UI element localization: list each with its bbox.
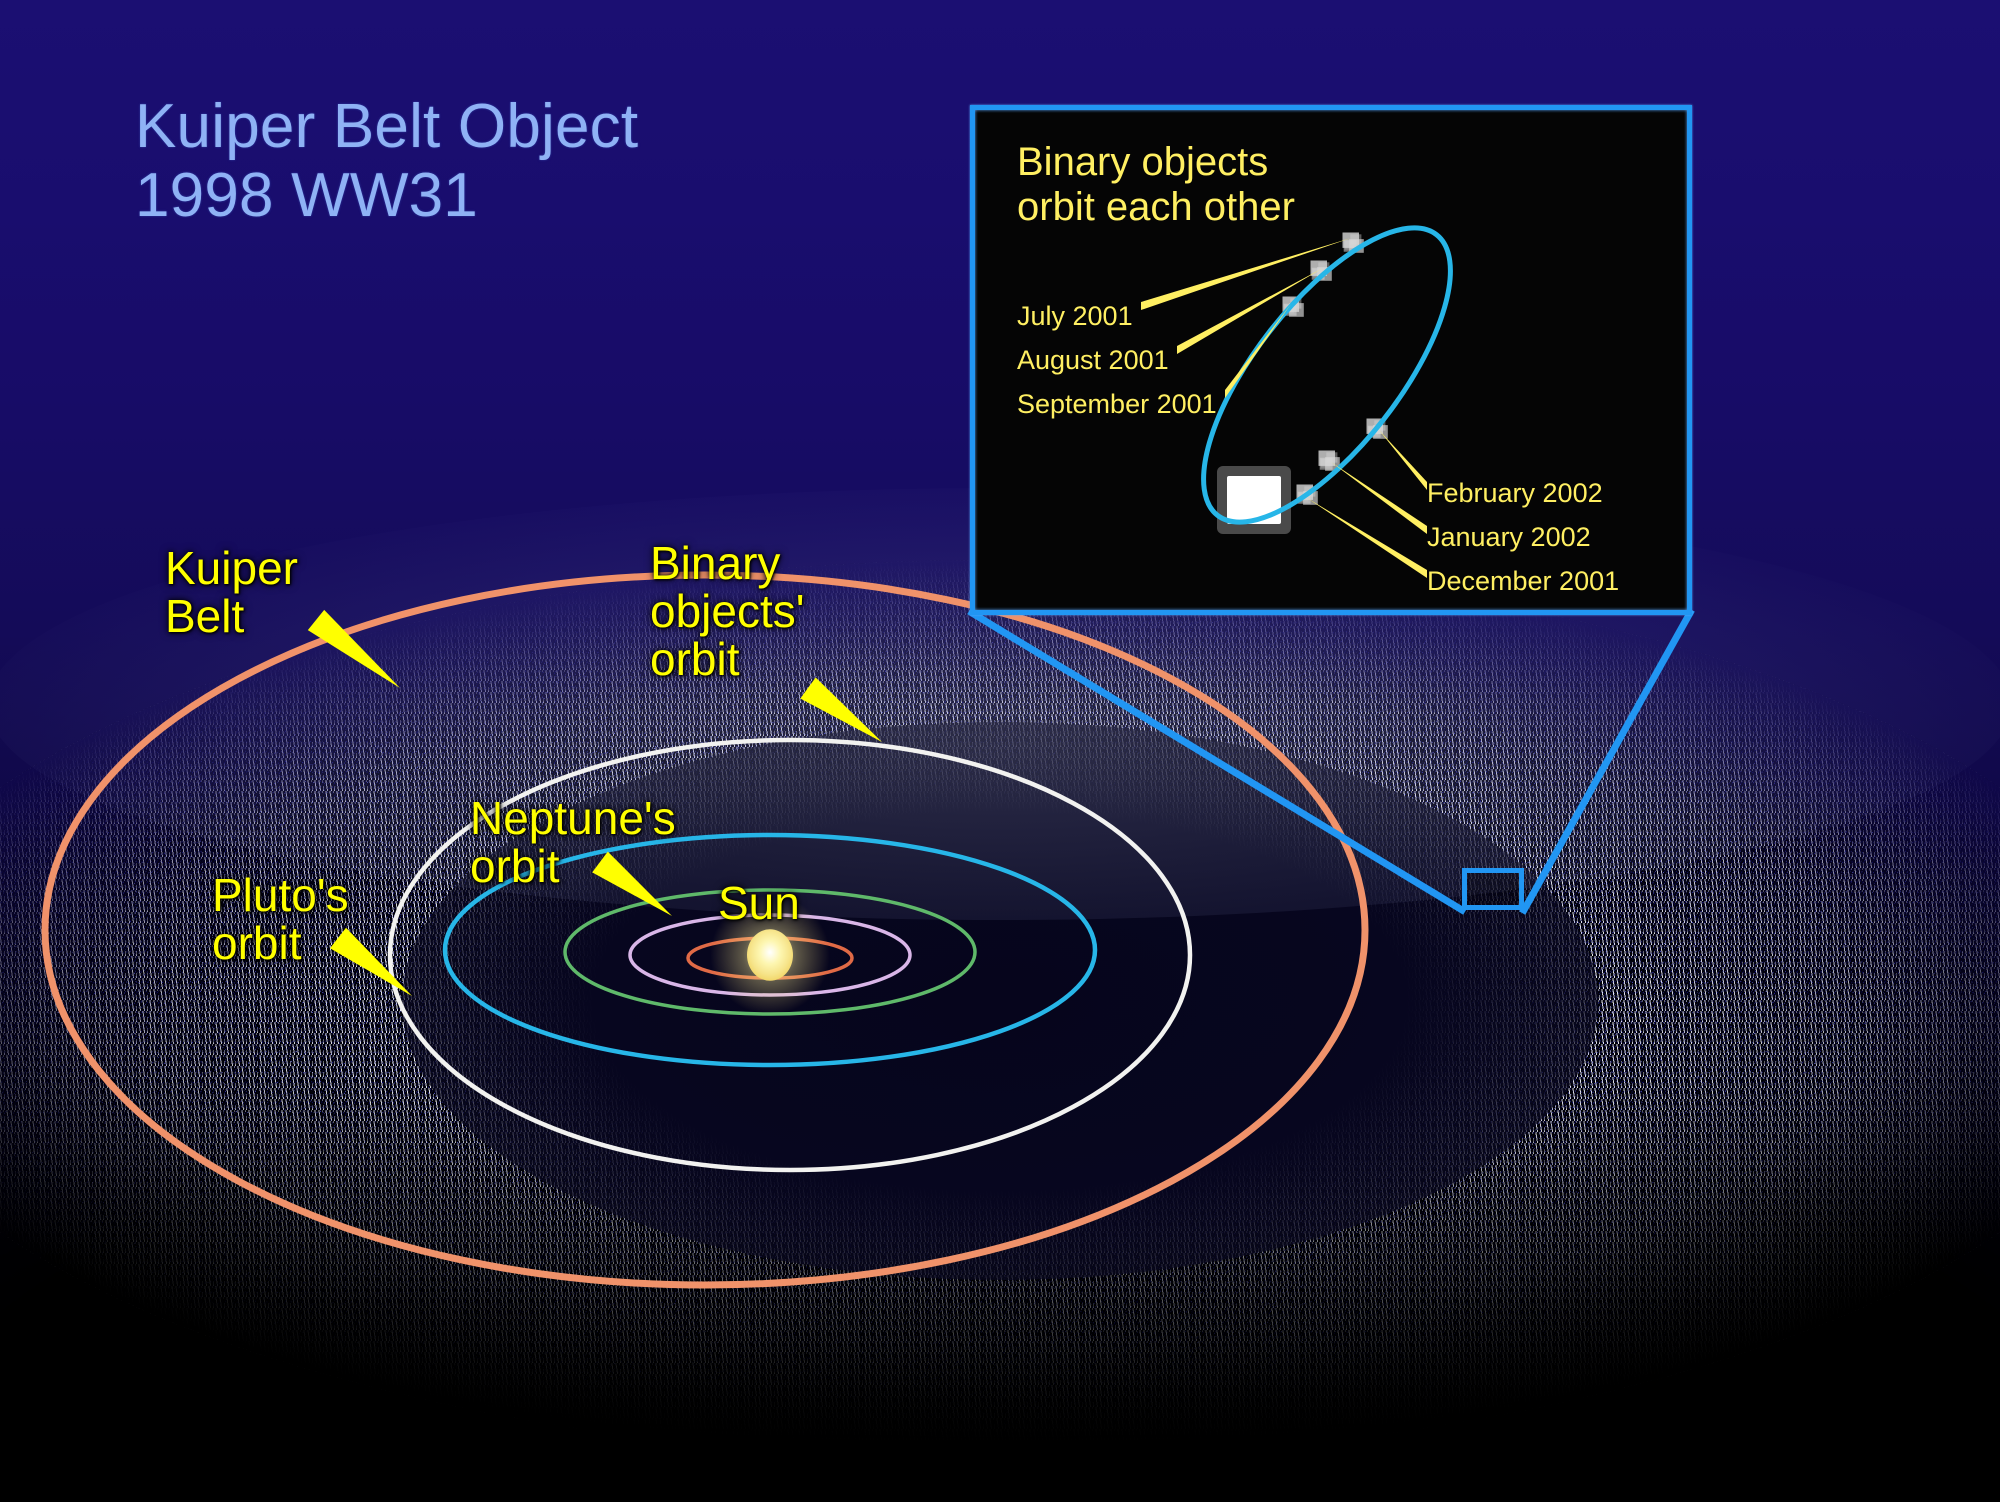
label-neptune-orbit: Neptune's orbit: [470, 792, 676, 892]
inset-orbit-layer: [1141, 225, 1453, 578]
hst-inset-panel: Binary objects orbit each other July 200…: [970, 105, 1692, 615]
kuiper-belt-inner-hole: [402, 722, 1598, 1280]
inset-label-february-2002: February 2002: [1427, 478, 1603, 508]
neptune-orbit-pointer: [592, 851, 672, 916]
label-kuiper-belt: Kuiper Belt: [165, 542, 298, 642]
label-pluto-orbit: Pluto's orbit: [212, 869, 349, 969]
connector-right: [1519, 608, 1695, 915]
inset-label-july-2001: July 2001: [1017, 301, 1133, 331]
inset-label-january-2002: January 2002: [1427, 522, 1591, 552]
connector-left: [967, 608, 1467, 915]
inset-heading: Binary objects orbit each other: [1017, 140, 1295, 229]
label-binary-orbit: Binary objects' orbit: [650, 537, 805, 685]
label-sun: Sun: [718, 877, 800, 929]
primary-object: [1227, 476, 1281, 524]
satellite-blob-4: [1320, 458, 1331, 468]
satellite-blob-0: [1350, 234, 1362, 245]
page-title: Kuiper Belt Object 1998 WW31: [135, 92, 639, 231]
zoom-region-box: [1462, 868, 1524, 910]
leader-july-2001: [1141, 238, 1351, 310]
binary-objects-orbit: [41, 571, 1369, 1289]
satellite-blob-1: [1312, 268, 1323, 278]
inset-label-august-2001: August 2001: [1017, 345, 1169, 375]
binary-orbit-ellipse-inset: [1201, 225, 1453, 525]
leader-january-2002: [1331, 462, 1427, 534]
satellite-blob-1: [1318, 262, 1330, 273]
satellite-blob-0: [1344, 240, 1355, 250]
pluto-orbit-pointer: [329, 927, 412, 996]
binary-orbit-pointer: [800, 677, 882, 742]
satellite-blob-4: [1326, 452, 1338, 463]
leader-august-2001: [1177, 268, 1323, 354]
leader-december-2001: [1307, 498, 1427, 578]
leader-september-2001: [1225, 304, 1291, 398]
satellite-blob-4: [1319, 457, 1333, 470]
kuiper-belt-pointer: [307, 609, 400, 688]
neptune-orbit: [442, 832, 1098, 1068]
leader-february-2002: [1379, 430, 1427, 490]
inset-label-september-2001: September 2001: [1017, 389, 1217, 419]
inset-label-december-2001: December 2001: [1427, 566, 1620, 596]
sun-disk: [747, 929, 793, 981]
pluto-orbit: [387, 737, 1193, 1173]
